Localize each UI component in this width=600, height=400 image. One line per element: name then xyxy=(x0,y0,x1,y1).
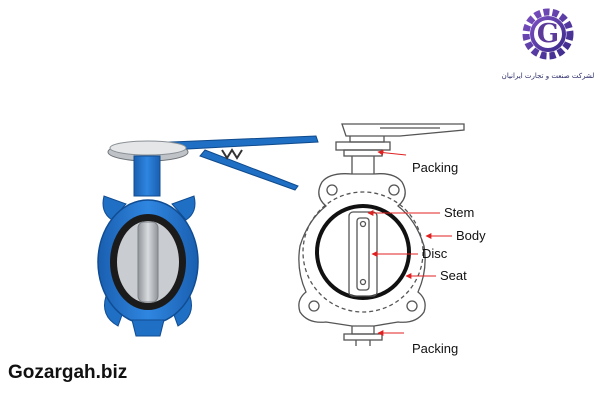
svg-text:G: G xyxy=(537,19,559,49)
label-seat: Seat xyxy=(440,268,467,283)
logo-caption: لشرکت صنعت و تجارت ایرانیان xyxy=(502,72,595,80)
label-body: Body xyxy=(456,228,486,243)
gear-logo-icon: G xyxy=(526,12,570,56)
valve-photo xyxy=(98,136,318,336)
label-disc: Disc xyxy=(422,246,448,261)
label-stem: Stem xyxy=(444,205,474,220)
label-packing-bottom: Packing xyxy=(412,341,458,356)
label-packing-top: Packing xyxy=(412,160,458,175)
company-logo: G لشرکت صنعت و تجارت ایرانیان xyxy=(502,12,595,80)
site-watermark: Gozargah.biz xyxy=(8,362,127,384)
valve-line-diagram xyxy=(299,124,464,346)
